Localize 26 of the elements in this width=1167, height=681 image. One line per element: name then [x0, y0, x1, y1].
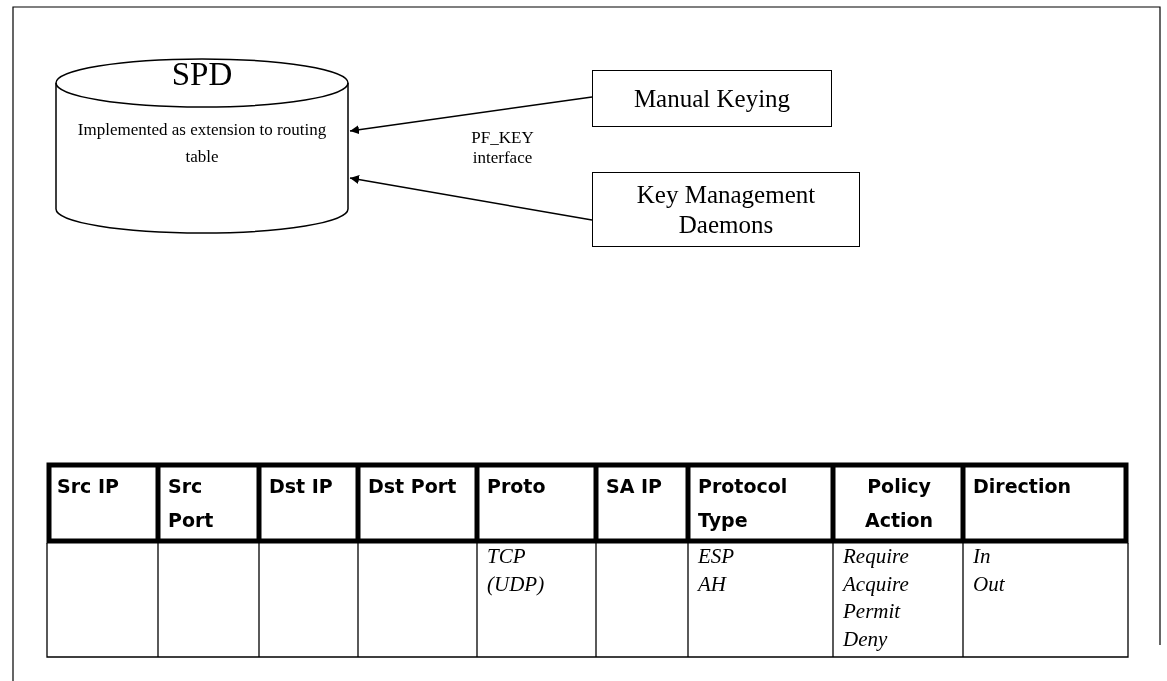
- table-cell-text: In: [973, 544, 991, 570]
- column-header: SA IP: [606, 474, 663, 499]
- table-cell-text: (UDP): [487, 571, 545, 597]
- table-cell-text: Out: [973, 571, 1005, 597]
- arrow: [349, 175, 593, 221]
- database-description: Implemented as extension to routing table: [76, 119, 328, 168]
- process-box: Manual Keying: [592, 70, 832, 127]
- table-cell-text: Acquire: [843, 571, 909, 597]
- database-title: SPD: [170, 55, 234, 94]
- table-cell-text: Require: [843, 544, 909, 570]
- arrow: [349, 96, 593, 135]
- table-cell-text: Deny: [843, 626, 888, 652]
- column-header: Direction: [973, 474, 1072, 499]
- column-header: Proto: [487, 474, 547, 499]
- column-header: Src Port: [168, 474, 215, 533]
- table-cell-text: TCP: [487, 544, 526, 570]
- column-header: Protocol Type: [698, 474, 789, 533]
- interface-label: PF_KEY interface: [470, 128, 535, 169]
- process-box: Key Management Daemons: [592, 172, 860, 247]
- table-cell-text: Permit: [843, 599, 901, 625]
- column-header: Policy Action: [863, 474, 935, 533]
- column-header: Src IP: [57, 474, 120, 499]
- table-cell-text: AH: [698, 571, 726, 597]
- column-header: Dst Port: [368, 474, 458, 499]
- table-cell-text: ESP: [698, 544, 735, 570]
- column-header: Dst IP: [269, 474, 334, 499]
